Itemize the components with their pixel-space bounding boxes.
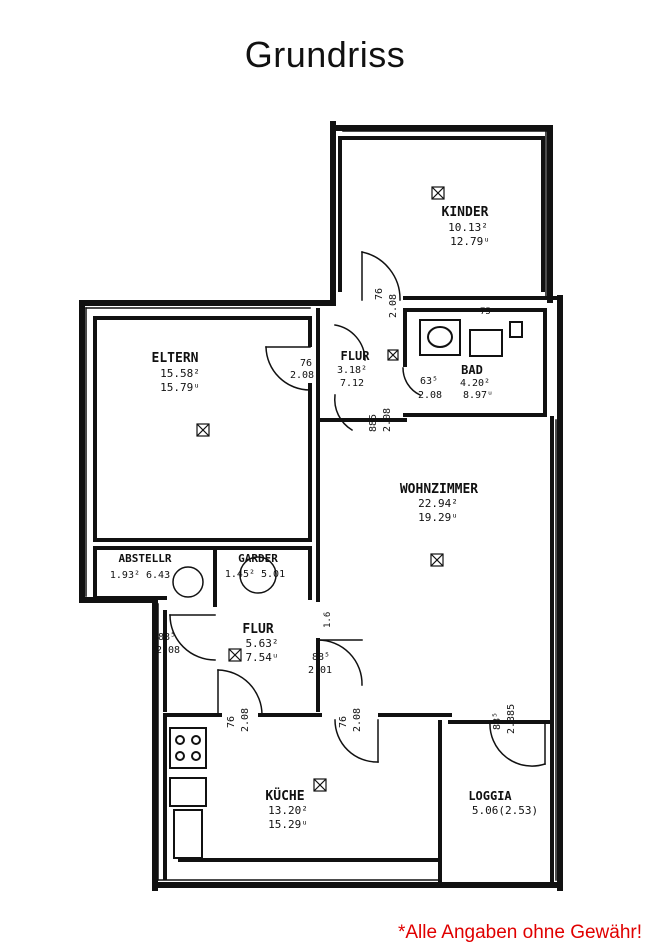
- room-area2-bad: 8.97ᵘ: [463, 390, 493, 401]
- room-name-flur: FLUR: [242, 622, 273, 637]
- door-height-kueche: 2.08: [240, 708, 251, 732]
- room-area2-kinder: 12.79ᵘ: [450, 235, 490, 248]
- room-area-abstellr: 1.93² 6.43: [110, 570, 170, 581]
- room-area2-wohnzimmer: 19.29ᵘ: [418, 511, 458, 524]
- interior-walls: [93, 136, 562, 887]
- bathroom-fixtures: [419, 319, 523, 357]
- door-width-eltern: 76: [300, 358, 312, 369]
- room-area2-flur: 7.54ᵘ: [245, 651, 278, 664]
- door-height-eltern: 2.08: [290, 370, 314, 381]
- door-width-wohn: 88⁵: [312, 652, 330, 663]
- room-labels: KINDER 10.13² 12.79ᵘ ELTERN 15.58² 15.79…: [110, 205, 538, 831]
- room-area-flur-top: 3.18²: [337, 365, 367, 376]
- door-height-kueche2: 2.08: [352, 708, 363, 732]
- door-width-loggia: 88⁵: [492, 712, 503, 730]
- room-area-kueche: 13.20²: [268, 804, 308, 817]
- ceiling-light-markers: [196, 186, 445, 792]
- room-area-loggia: 5.06(2.53): [472, 804, 538, 817]
- door-width-kueche: 76: [226, 716, 237, 728]
- disclaimer-text: *Alle Angaben ohne Gewähr!: [397, 922, 642, 943]
- room-area-flur: 5.63²: [245, 637, 278, 650]
- door-width-kinder: 76: [374, 288, 385, 300]
- room-name-loggia: LOGGIA: [468, 789, 512, 803]
- room-name-flur-top: FLUR: [341, 349, 371, 363]
- windows: [85, 130, 557, 881]
- room-area-kinder: 10.13²: [448, 221, 488, 234]
- room-name-wohnzimmer: WOHNZIMMER: [400, 482, 478, 497]
- room-area-eltern: 15.58²: [160, 367, 200, 380]
- room-area2-kueche: 15.29ᵘ: [268, 818, 308, 831]
- door-height-kinder: 2.08: [388, 294, 399, 318]
- door-width-kueche2: 76: [338, 716, 349, 728]
- door-height-loggia: 2.385: [506, 704, 517, 734]
- dim-bad-top: 75: [480, 307, 491, 317]
- door-height-flur-wc: 2.08: [382, 408, 393, 432]
- door-swings: [169, 251, 546, 767]
- door-height-abstell: 2.08: [156, 645, 180, 656]
- room-name-bad: BAD: [461, 363, 483, 377]
- room-area2-flur-top: 7.12: [340, 378, 364, 389]
- door-height-bad: 2.08: [418, 390, 442, 401]
- kitchen-fixtures: [169, 727, 207, 859]
- room-name-abstellr: ABSTELLR: [119, 552, 172, 565]
- room-area-bad: 4.20²: [460, 378, 490, 389]
- door-height-wohn: 2.01: [308, 665, 332, 676]
- door-width-flur-wc: 885: [368, 414, 379, 432]
- door-dimensions: 76 2.08 76 2.08 63⁵ 2.08 885 2.08 88⁵ 2.…: [156, 288, 517, 734]
- door-width-bad: 63⁵: [420, 376, 438, 387]
- room-area2-eltern: 15.79ᵘ: [160, 381, 200, 394]
- plan-title: Grundriss: [244, 34, 406, 75]
- room-name-garder: GARDER: [238, 552, 278, 565]
- room-name-kinder: KINDER: [442, 205, 489, 220]
- room-name-eltern: ELTERN: [152, 351, 199, 366]
- exterior-walls: [79, 121, 563, 891]
- dim-wohn-side: 1.6: [323, 612, 333, 628]
- room-area-wohnzimmer: 22.94²: [418, 497, 458, 510]
- room-area-garder: 1.45² 5.01: [225, 569, 285, 580]
- room-name-kueche: KÜCHE: [265, 788, 304, 804]
- door-width-abstell: 88⁵: [158, 632, 176, 643]
